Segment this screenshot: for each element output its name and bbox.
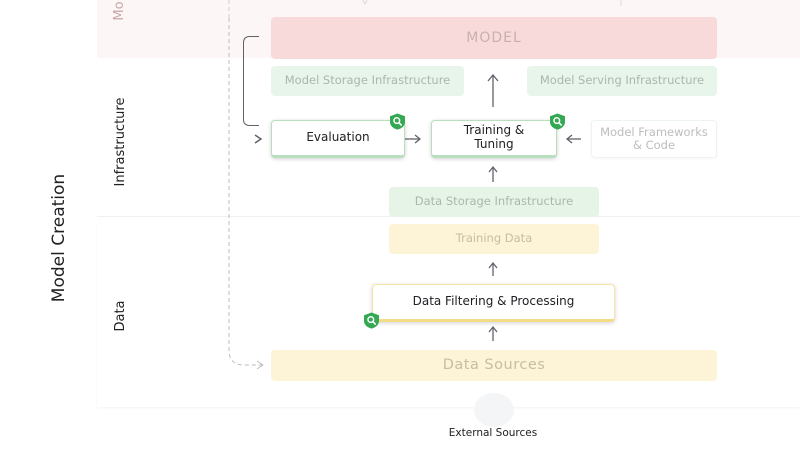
magnifier-shield-icon xyxy=(390,113,405,130)
model-serving-box[interactable]: Model Serving Infrastructure xyxy=(527,66,717,96)
model-box[interactable]: MODEL xyxy=(271,17,717,59)
bracket-arrowhead xyxy=(254,134,263,144)
external-sources-backdrop xyxy=(474,393,514,427)
evaluation-box[interactable]: Evaluation xyxy=(271,120,405,158)
data-sources-box[interactable]: Data Sources xyxy=(271,350,717,381)
model-storage-box[interactable]: Model Storage Infrastructure xyxy=(271,66,464,96)
faded-arrow-top-left xyxy=(362,0,368,5)
training-tuning-box[interactable]: Training & Tuning xyxy=(431,120,557,158)
training-data-box[interactable]: Training Data xyxy=(389,224,599,254)
dashed-path-to-data-sources xyxy=(228,18,262,366)
data-filtering-box[interactable]: Data Filtering & Processing xyxy=(372,284,615,322)
arrowhead-storage-to-training xyxy=(488,165,498,173)
arrowhead-eval-to-training xyxy=(414,134,422,144)
arrowhead-training-to-model xyxy=(487,73,499,82)
arrowhead-sources-to-filtering xyxy=(488,325,498,333)
data-storage-box[interactable]: Data Storage Infrastructure xyxy=(389,187,599,217)
arrowhead-frameworks-to-training xyxy=(565,134,573,144)
magnifier-shield-icon xyxy=(550,113,565,130)
arrowhead-filtering-to-training-data xyxy=(488,261,498,269)
model-frameworks-box[interactable]: Model Frameworks & Code xyxy=(591,120,717,158)
dashed-arrowhead xyxy=(256,360,264,370)
magnifier-shield-icon xyxy=(364,312,379,329)
feedback-bracket xyxy=(243,36,259,126)
external-sources-label: External Sources xyxy=(448,427,538,439)
